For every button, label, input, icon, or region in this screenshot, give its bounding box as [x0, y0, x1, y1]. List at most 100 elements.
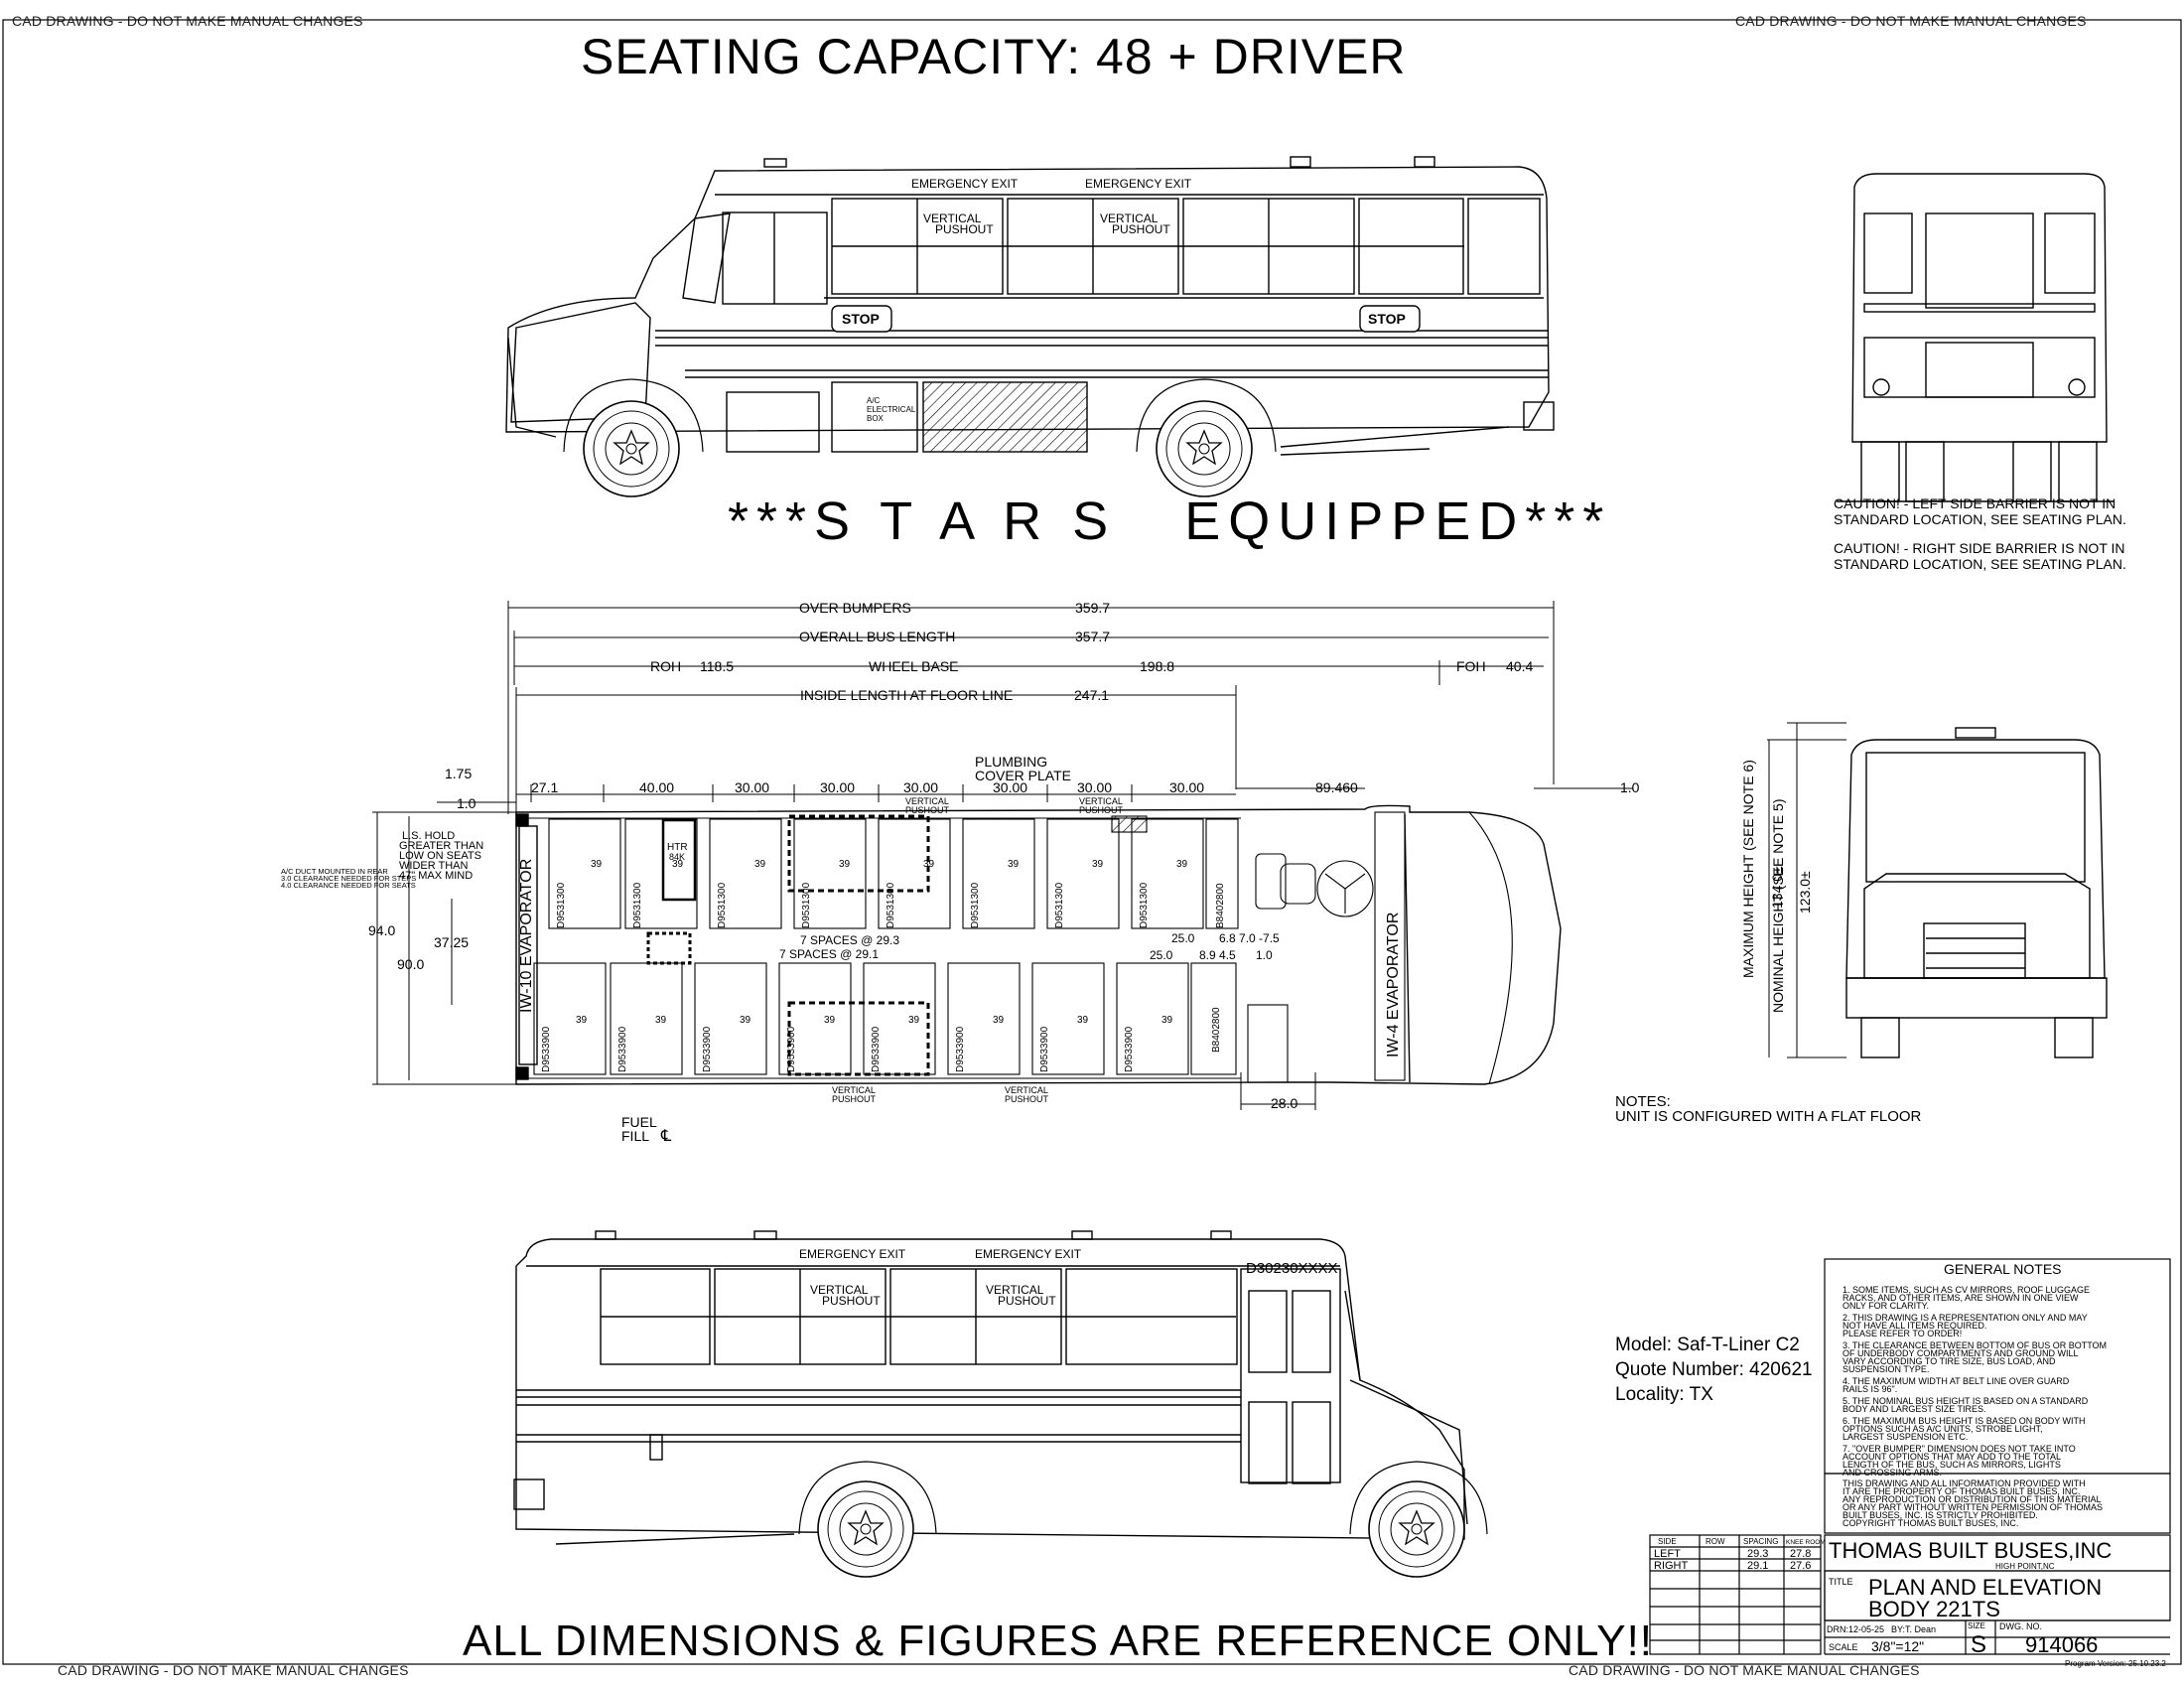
spacing-table-rows: LEFT 29.3 27.8 RIGHT 29.1 27.6	[1654, 1548, 1811, 1572]
rear-evaporator-label: IW-10 EVAPORATOR	[518, 859, 535, 1013]
drawn-date: DRN:12-05-25	[1827, 1624, 1884, 1634]
svg-text:RIGHT: RIGHT	[1654, 1560, 1689, 1572]
sheet-border	[2, 19, 2182, 1665]
fuel-fill-label-1: FUEL	[621, 1114, 657, 1130]
notes-line: UNIT IS CONFIGURED WITH A FLAT FLOOR	[1615, 1108, 1922, 1125]
svg-text:27.6: 27.6	[1790, 1560, 1811, 1572]
svg-text:RAILS IS 96".: RAILS IS 96".	[1843, 1384, 1897, 1394]
emergency-exit-left-1: EMERGENCY EXIT	[799, 1247, 906, 1261]
svg-text:NOT HAVE ALL ITEMS REQUIRED.: NOT HAVE ALL ITEMS REQUIRED.	[1843, 1321, 1986, 1331]
svg-text:ROW: ROW	[1706, 1537, 1725, 1546]
svg-text:39: 39	[576, 1015, 588, 1026]
dim-94-0: 94.0	[368, 922, 395, 938]
plumbing-label-2: COVER PLATE	[975, 768, 1071, 783]
dim-1-75: 1.75	[445, 766, 472, 781]
nominal-height-value: 123.0±	[1797, 871, 1813, 914]
svg-text:84K: 84K	[669, 852, 685, 862]
svg-text:PUSHOUT: PUSHOUT	[1112, 222, 1170, 236]
caution-right-line2: STANDARD LOCATION, SEE SEATING PLAN.	[1834, 556, 2126, 572]
property-notice: THIS DRAWING AND ALL INFORMATION PROVIDE…	[1843, 1478, 2103, 1528]
drawing-title-2: BODY 221TS	[1868, 1597, 2000, 1621]
svg-text:39: 39	[672, 859, 684, 870]
svg-text:39: 39	[740, 1015, 751, 1026]
svg-text:PUSHOUT: PUSHOUT	[905, 805, 950, 815]
stars-equipped-banner: ***S T A R S EQUIPPED***	[728, 492, 1612, 551]
svg-text:39: 39	[1161, 1015, 1173, 1026]
seat-row-bottom	[533, 962, 1237, 1075]
svg-text:ELECTRICAL: ELECTRICAL	[867, 405, 916, 414]
dim-28-0: 28.0	[1271, 1095, 1297, 1111]
svg-text:OPTIONS SUCH AS A/C UNITS, STR: OPTIONS SUCH AS A/C UNITS, STROBE LIGHT,	[1843, 1424, 2043, 1434]
svg-text:D9533900: D9533900	[1124, 1026, 1135, 1072]
cad-warning-bottom-left: CAD DRAWING - DO NOT MAKE MANUAL CHANGES	[58, 1662, 409, 1678]
general-notes-title: GENERAL NOTES	[1944, 1261, 2062, 1277]
svg-text:39: 39	[591, 859, 603, 870]
svg-text:ONLY FOR CLARITY.: ONLY FOR CLARITY.	[1843, 1301, 1929, 1311]
svg-text:PUSHOUT: PUSHOUT	[1079, 805, 1124, 815]
svg-text:D9531300: D9531300	[970, 882, 981, 928]
scale-value: 3/8"=12"	[1871, 1638, 1924, 1654]
svg-text:39: 39	[1176, 859, 1188, 870]
foh-label: FOH	[1456, 658, 1486, 674]
roh-value: 118.5	[700, 658, 734, 674]
svg-text:2. THIS DRAWING IS A REPRESENT: 2. THIS DRAWING IS A REPRESENTATION ONLY…	[1843, 1313, 2088, 1323]
svg-text:D9531300: D9531300	[801, 882, 812, 928]
general-notes-list: 1. SOME ITEMS, SUCH AS CV MIRRORS, ROOF …	[1843, 1285, 2107, 1477]
dim-90-0: 90.0	[397, 956, 424, 972]
svg-text:PUSHOUT: PUSHOUT	[1005, 1094, 1049, 1104]
fuel-fill-label-2: FILL	[621, 1128, 649, 1144]
svg-text:IT ARE THE PROPERTY OF THOMAS: IT ARE THE PROPERTY OF THOMAS BUILT BUSE…	[1843, 1486, 2080, 1496]
emergency-exit-label-1: EMERGENCY EXIT	[911, 177, 1019, 191]
rear-view	[1837, 173, 2115, 502]
spaces-bottom: 7 SPACES @ 29.1	[779, 947, 879, 961]
svg-text:D9533900: D9533900	[541, 1026, 552, 1072]
svg-text:WIDER THAN: WIDER THAN	[399, 860, 469, 872]
wheel-base-label: WHEEL BASE	[869, 658, 959, 674]
dim-40-00: 40.00	[639, 779, 674, 795]
vertical-pushout-label-1: VERTICAL	[923, 211, 982, 225]
heater-label-1: HTR	[667, 842, 688, 853]
caution-left-line2: STANDARD LOCATION, SEE SEATING PLAN.	[1834, 511, 2126, 527]
svg-text:PUSHOUT: PUSHOUT	[822, 1294, 881, 1308]
svg-text:PUSHOUT: PUSHOUT	[935, 222, 994, 236]
svg-text:27.8: 27.8	[1790, 1548, 1811, 1560]
seating-capacity-title: SEATING CAPACITY: 48 + DRIVER	[581, 29, 1407, 84]
plan-dimension-lines	[372, 601, 1633, 1110]
foh-value: 40.4	[1506, 658, 1533, 674]
svg-text:5. THE NOMINAL BUS HEIGHT IS B: 5. THE NOMINAL BUS HEIGHT IS BASED ON A …	[1843, 1396, 2089, 1406]
program-version: Program Version: 25.10.23.2	[2065, 1659, 2166, 1668]
svg-text:B8402800: B8402800	[1215, 883, 1226, 928]
svg-text:ACCOUNT OPTIONS THAT MAY ADD T: ACCOUNT OPTIONS THAT MAY ADD TO THE TOTA…	[1843, 1452, 2061, 1462]
dim-27-1: 27.1	[531, 779, 558, 795]
caution-left-line1: CAUTION! - LEFT SIDE BARRIER IS NOT IN	[1834, 495, 2116, 511]
svg-text:39: 39	[1077, 1015, 1089, 1026]
svg-text:ANY REPRODUCTION OR DISTRIBUTI: ANY REPRODUCTION OR DISTRIBUTION OF THIS…	[1843, 1494, 2102, 1504]
stop-sign-2: STOP	[1368, 311, 1406, 327]
svg-text:D9531300: D9531300	[717, 882, 728, 928]
drawn-by: BY:T. Dean	[1891, 1624, 1936, 1634]
svg-text:D9531300: D9531300	[556, 882, 567, 928]
svg-text:D9533900: D9533900	[702, 1026, 713, 1072]
svg-text:PUSHOUT: PUSHOUT	[998, 1294, 1056, 1308]
svg-text:GREATER THAN: GREATER THAN	[399, 840, 483, 852]
svg-text:PLEASE REFER TO ORDER!: PLEASE REFER TO ORDER!	[1843, 1329, 1962, 1338]
svg-text:THIS DRAWING AND ALL INFORMATI: THIS DRAWING AND ALL INFORMATION PROVIDE…	[1843, 1478, 2086, 1488]
plumbing-label-1: PLUMBING	[975, 754, 1047, 770]
svg-text:LARGEST SUSPENSION ETC.: LARGEST SUSPENSION ETC.	[1843, 1432, 1968, 1442]
cad-warning-bottom-right: CAD DRAWING - DO NOT MAKE MANUAL CHANGES	[1569, 1662, 1920, 1678]
dim-1-0: 1.0	[457, 795, 477, 811]
scale-label: SCALE	[1829, 1642, 1858, 1652]
svg-text:7. "OVER BUMPER" DIMENSION DOE: 7. "OVER BUMPER" DIMENSION DOES NOT TAKE…	[1843, 1444, 2076, 1454]
max-height-value: 134.0±	[1769, 866, 1785, 909]
svg-text:4.0 CLEARANCE NEEDED FOR SEATS: 4.0 CLEARANCE NEEDED FOR SEATS	[281, 881, 416, 890]
svg-text:39: 39	[824, 1015, 836, 1026]
vertical-pushout-label-2: VERTICAL	[1100, 211, 1159, 225]
side-view-left	[513, 1230, 1488, 1578]
svg-text:LENGTH OF THE BUS, SUCH AS MIR: LENGTH OF THE BUS, SUCH AS MIRRORS, LIGH…	[1843, 1460, 2061, 1470]
dim-25-0-top: 25.0	[1171, 931, 1195, 945]
dim-30-00-2: 30.00	[820, 779, 855, 795]
svg-text:BOX: BOX	[867, 414, 885, 423]
svg-text:3.0 CLEARANCE NEEDED FOR STEPS: 3.0 CLEARANCE NEEDED FOR STEPS	[281, 874, 416, 883]
side-windows	[831, 198, 1541, 295]
